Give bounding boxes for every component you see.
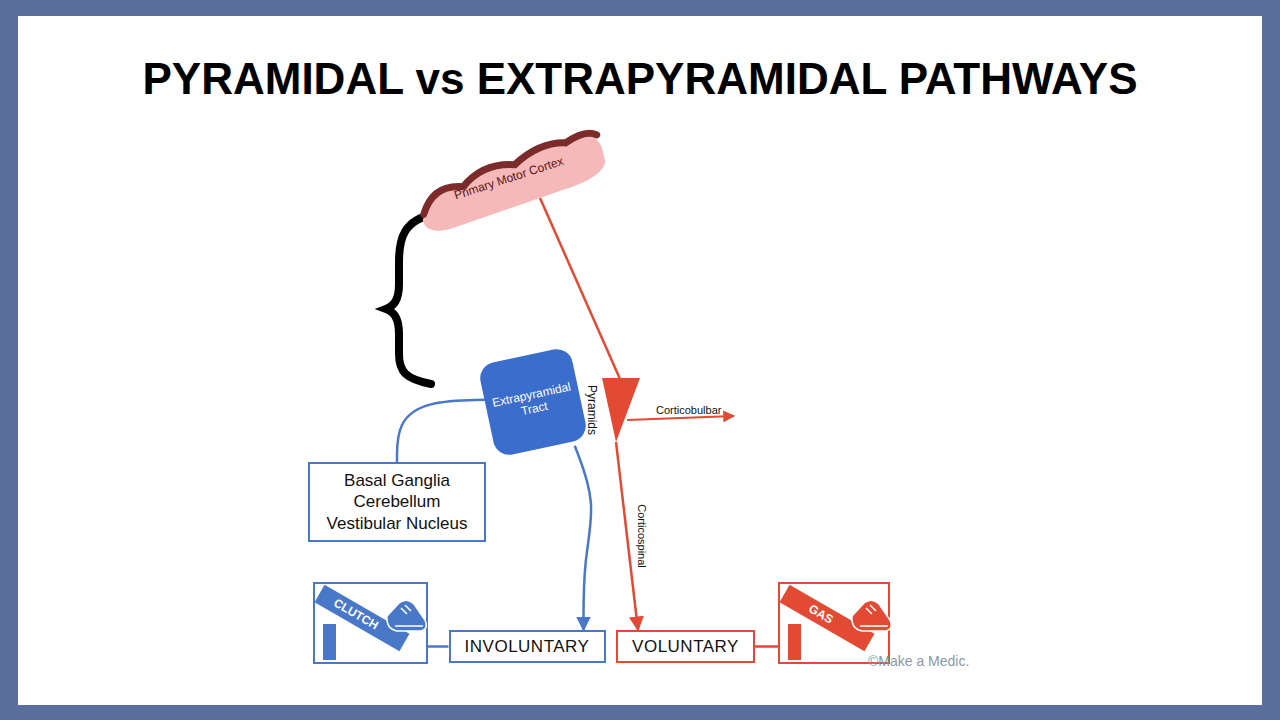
pedal-post	[323, 624, 336, 660]
involuntary-box: INVOLUNTARY	[449, 630, 606, 663]
clutch-pedal-box: CLUTCH	[313, 582, 428, 664]
cortex-gyri	[415, 130, 603, 215]
tract-label: Corticobulbar	[656, 404, 721, 416]
watermark: ©Make a Medic.	[868, 653, 969, 669]
connector	[428, 645, 449, 648]
connector	[575, 446, 591, 630]
curly-brace	[386, 214, 434, 384]
pedal-shape	[780, 584, 888, 662]
connector	[616, 442, 638, 630]
pyramid-triangle	[602, 378, 640, 442]
motor-cortex: Primary Motor Cortex	[407, 126, 613, 237]
cortex-fill	[412, 128, 611, 236]
node-text: Pyramids	[585, 385, 599, 435]
background-panel	[18, 16, 1262, 705]
node-text: VOLUNTARY	[624, 636, 747, 657]
pedal-post	[788, 624, 801, 660]
corticobulbar-arrow	[627, 416, 734, 420]
connector	[397, 400, 485, 462]
pyramids-triangle: Pyramids	[584, 376, 640, 444]
shoe-icon	[387, 600, 426, 631]
gas-pedal-box: GAS	[778, 582, 890, 664]
shoe-icon	[852, 600, 891, 631]
connector	[755, 645, 778, 648]
shoe-laces	[395, 605, 423, 626]
node-text: INVOLUNTARY	[457, 636, 598, 657]
voluntary-box: VOLUNTARY	[616, 630, 755, 663]
edge-label: Corticospinal	[636, 502, 648, 570]
tract-box: Extrapyramidal Tract	[477, 346, 588, 457]
title: PYRAMIDAL vs EXTRAPYRAMIDAL PATHWAYS	[142, 54, 1137, 104]
structures-box: Basal Ganglia Cerebellum Vestibular Nucl…	[308, 462, 486, 542]
tract-fill	[477, 346, 588, 457]
node-text: Basal Ganglia Cerebellum Vestibular Nucl…	[317, 470, 477, 534]
shoe-laces	[860, 605, 888, 626]
